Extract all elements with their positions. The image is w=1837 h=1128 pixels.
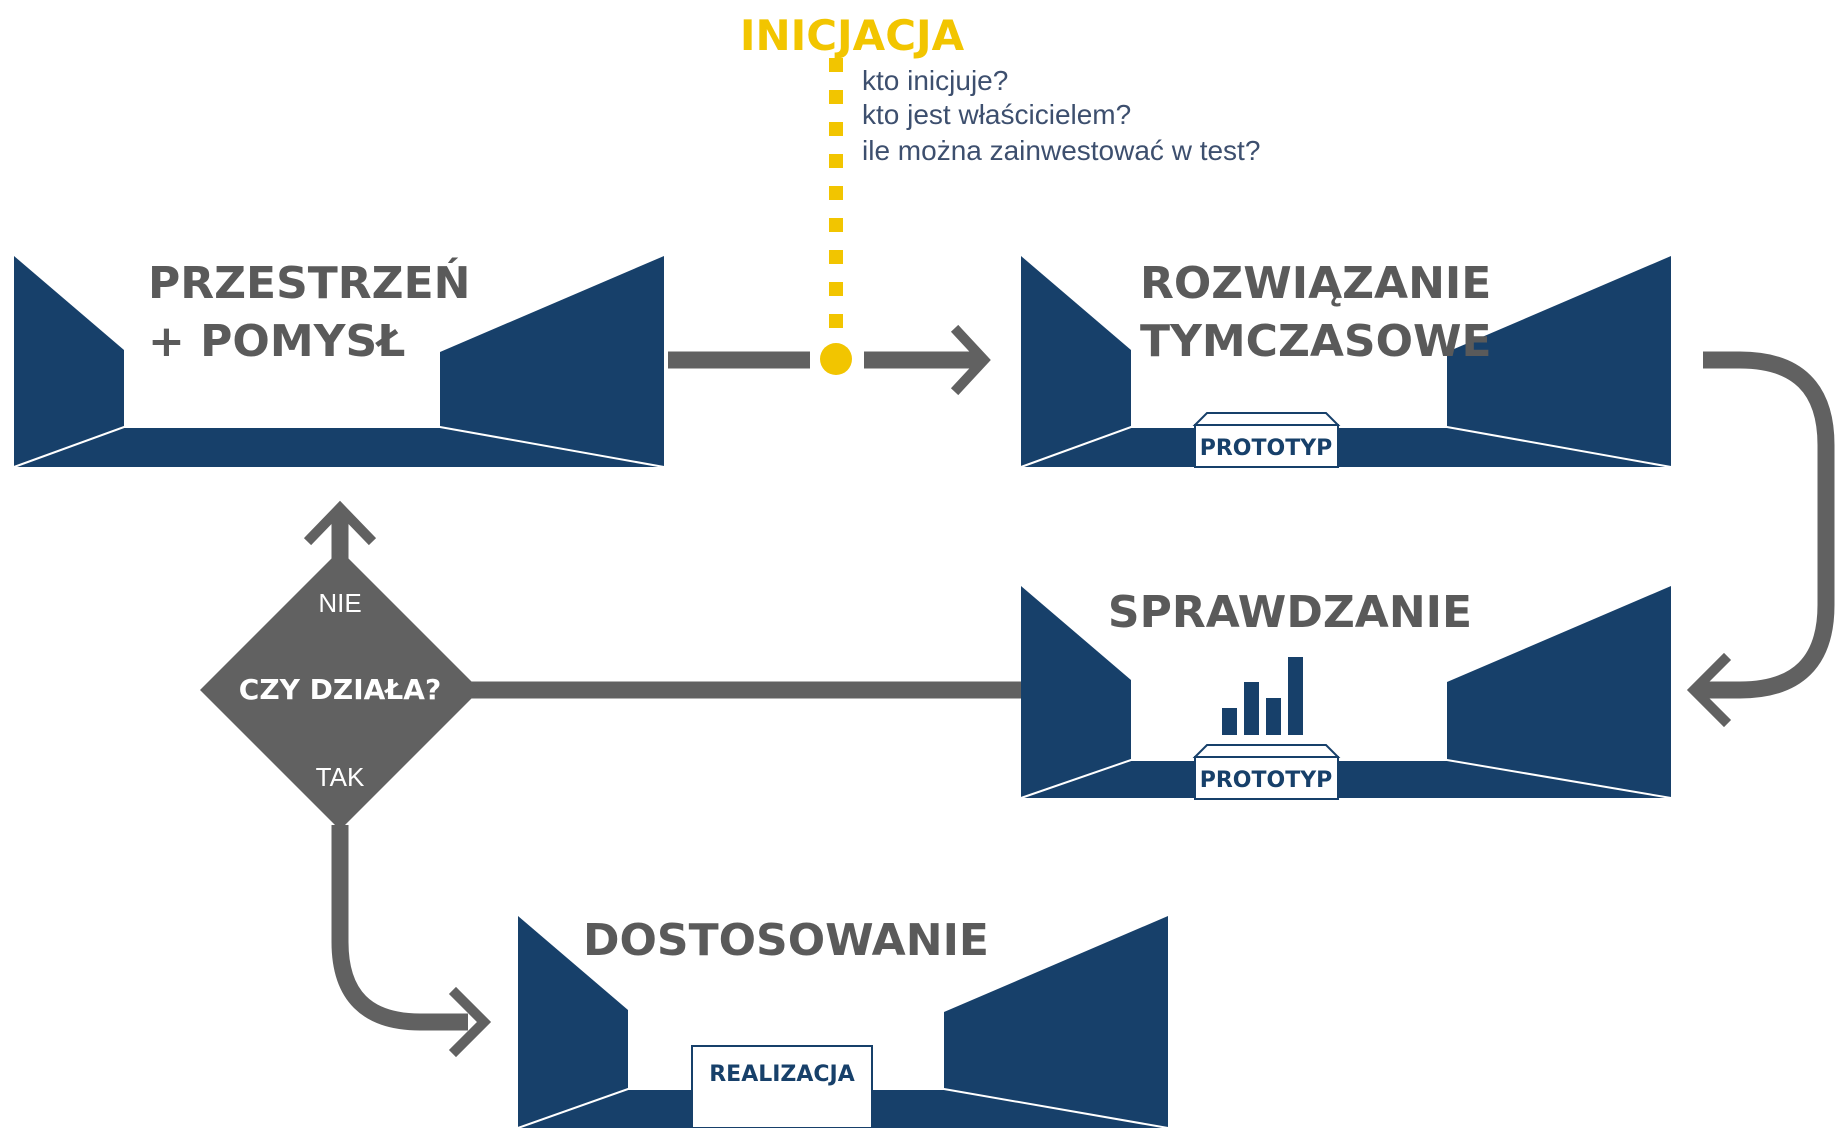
- realization-box-body: [691, 1045, 873, 1128]
- bar-chart-icon: [1222, 657, 1303, 735]
- room-left-wall: [1021, 256, 1131, 467]
- bar-chart-bar: [1288, 657, 1303, 735]
- bar-chart-bar: [1266, 698, 1281, 735]
- connector-curve: [1700, 351, 1835, 699]
- room-right-wall: [1447, 256, 1671, 467]
- room-right-wall: [440, 256, 664, 467]
- room-floor: [1021, 760, 1671, 798]
- stage-title: SPRAWDZANIE: [1108, 587, 1472, 638]
- prototype-box-roof: [1192, 412, 1341, 426]
- initiation-point: [820, 343, 852, 375]
- stage-title-line2: + POMYSŁ: [148, 316, 405, 367]
- stage-title: DOSTOSOWANIE: [583, 915, 989, 966]
- prototype-box-body: [1194, 756, 1339, 800]
- stage-adaptation: DOSTOSOWANIE REALIZACJA: [517, 915, 1169, 1128]
- decision-diamond: NIE CZY DZIAŁA? TAK: [200, 550, 480, 830]
- room-floor-edge: [13, 426, 665, 468]
- connectors: [303, 324, 1835, 1058]
- stage-title-line1: PRZESTRZEŃ: [148, 256, 470, 309]
- room-floor: [1021, 427, 1671, 467]
- room-right-wall: [1447, 586, 1671, 798]
- room-left-wall: [518, 916, 628, 1128]
- realization-box: REALIZACJA: [691, 1045, 873, 1128]
- diamond-shape: [200, 550, 480, 830]
- prototype-box-label: PROTOTYP: [1200, 436, 1333, 461]
- prototype-box: PROTOTYP: [1192, 744, 1341, 800]
- arrow-left-icon: [1686, 652, 1732, 728]
- arrow-right-icon: [448, 986, 492, 1058]
- prototype-box-roof: [1192, 744, 1341, 758]
- initiation-question: kto jest właścicielem?: [862, 99, 1131, 130]
- connector-down-curve: [331, 825, 468, 1031]
- stage-title-line1: ROZWIĄZANIE: [1140, 258, 1491, 309]
- bar-chart-bar: [1244, 682, 1259, 735]
- decision-yes-label: TAK: [316, 762, 365, 792]
- prototype-box-body: [1194, 424, 1339, 468]
- stage-testing: SPRAWDZANIE PROTOTYP: [1020, 586, 1672, 800]
- room-floor: [14, 427, 664, 467]
- room-right-wall: [944, 916, 1168, 1128]
- decision-no-label: NIE: [318, 588, 361, 618]
- initiation-title: INICJACJA: [740, 11, 965, 60]
- bar-chart-bar: [1222, 708, 1237, 735]
- prototype-box: PROTOTYP: [1192, 412, 1341, 468]
- room-left-wall: [14, 256, 124, 467]
- stage-title-line2: TYMCZASOWE: [1140, 316, 1492, 367]
- decision-question: CZY DZIAŁA?: [239, 673, 441, 706]
- arrow-up-icon: [303, 500, 377, 546]
- room-left-wall: [1021, 586, 1131, 798]
- arrow-right-icon: [950, 324, 991, 396]
- initiation-question: ile można zainwestować w test?: [862, 135, 1260, 166]
- realization-box-label: REALIZACJA: [709, 1062, 855, 1087]
- stage-space-idea: PRZESTRZEŃ + POMYSŁ: [13, 256, 665, 468]
- initiation-question: kto inicjuje?: [862, 65, 1008, 96]
- initiation: INICJACJA kto inicjuje? kto jest właścic…: [740, 11, 1260, 375]
- stage-temporary-solution: ROZWIĄZANIE TYMCZASOWE PROTOTYP: [1020, 256, 1672, 468]
- prototype-box-label: PROTOTYP: [1200, 768, 1333, 793]
